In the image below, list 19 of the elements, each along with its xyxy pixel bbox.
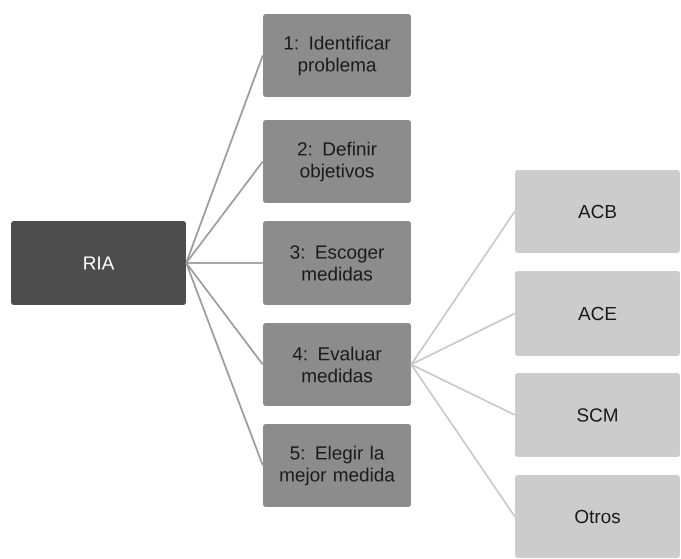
process-box: 5: Elegir la mejor medida [263, 424, 411, 507]
connector-line [410, 364, 516, 517]
connector-line [410, 211, 516, 365]
connector-line [410, 364, 516, 416]
process-box: SCM [515, 373, 680, 457]
process-box: 2: Definir objetivos [263, 120, 411, 203]
connector-line [185, 262, 264, 366]
process-box: 1: Identificar problema [263, 14, 411, 97]
connector-line [185, 262, 264, 466]
connector-line [186, 262, 263, 264]
connector-line [185, 55, 264, 264]
process-box: 4: Evaluar medidas [263, 323, 411, 406]
process-box: ACE [515, 271, 680, 356]
process-box: Otros [515, 475, 680, 558]
process-box: 3: Escoger medidas [263, 221, 411, 305]
connector-line [410, 312, 516, 366]
process-box: ACB [515, 170, 680, 253]
connector-line [185, 160, 264, 264]
process-box: RIA [11, 221, 186, 305]
